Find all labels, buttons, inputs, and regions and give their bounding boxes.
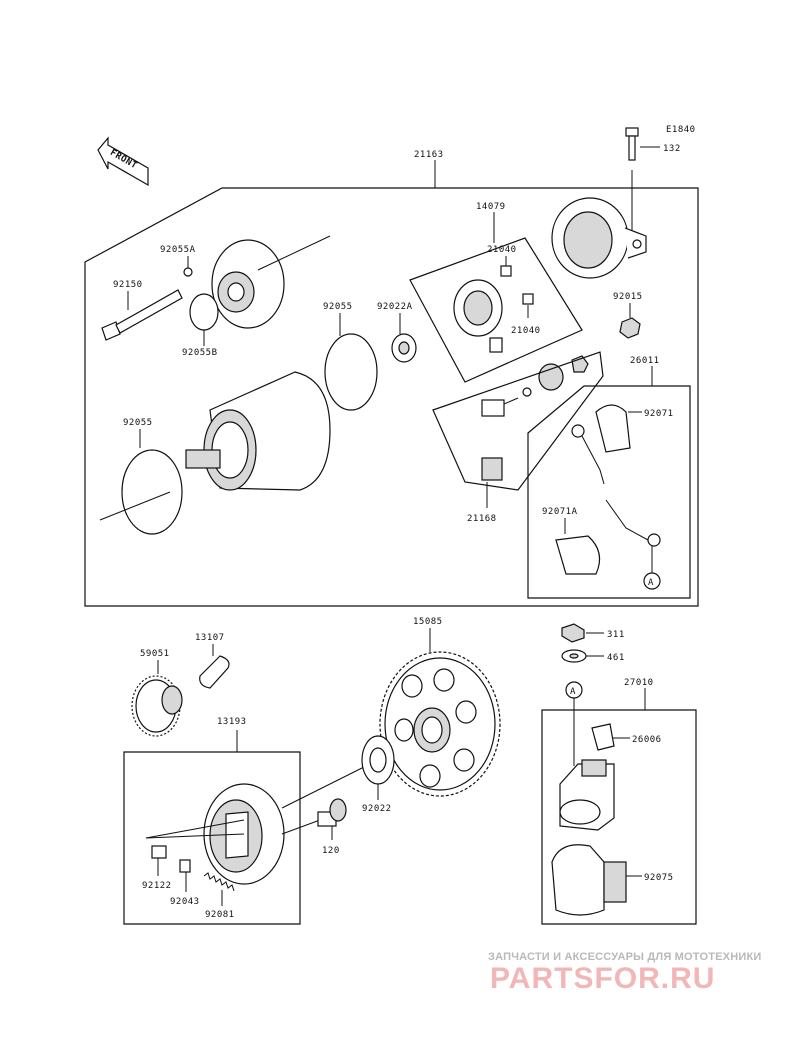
oring-92055-upper: [324, 333, 378, 411]
label-92122: 92122: [142, 881, 172, 891]
label-26006: 26006: [632, 735, 662, 745]
label-21040-bottom: 21040: [511, 326, 541, 336]
spring-92081: [203, 872, 235, 892]
long-bolt-92150: [101, 289, 183, 341]
oring-92055B: [189, 293, 219, 331]
label-26011: 26011: [630, 356, 660, 366]
label-92055-upper: 92055: [323, 302, 353, 312]
lead-wire: [571, 424, 661, 547]
roller-92122: [151, 845, 167, 859]
label-92055A: 92055A: [160, 245, 196, 255]
label-92022: 92022: [362, 804, 392, 814]
label-92081: 92081: [205, 910, 235, 920]
label-27010: 27010: [624, 678, 654, 688]
label-92150: 92150: [113, 280, 143, 290]
label-92071A: 92071A: [542, 507, 578, 517]
starter-clutch: [203, 763, 371, 885]
diagram-code: E1840: [666, 125, 696, 135]
brush-holder: [481, 397, 519, 481]
label-15085: 15085: [413, 617, 443, 627]
terminal-cap-92071A: [555, 535, 601, 575]
label-92075: 92075: [644, 873, 674, 883]
label-311: 311: [607, 630, 625, 640]
terminal-cap-92071: [595, 404, 631, 453]
front-arrow-icon: FRONT: [97, 136, 149, 187]
brush-holder-box: [432, 351, 604, 491]
nut-311: [561, 623, 585, 643]
pin-92043: [179, 859, 191, 873]
label-59051: 59051: [140, 649, 170, 659]
label-13107: 13107: [195, 633, 225, 643]
label-92015: 92015: [613, 292, 643, 302]
fuse-26006: [591, 723, 615, 751]
shaft-13107: [199, 655, 230, 689]
label-120: 120: [322, 846, 340, 856]
label-92055B: 92055B: [182, 348, 218, 358]
label-92022A: 92022A: [377, 302, 413, 312]
watermark-tagline: ЗАПЧАСТИ И АКСЕССУАРЫ ДЛЯ МОТОТЕХНИКИ: [488, 951, 762, 963]
starter-sprocket-15085: [379, 651, 501, 797]
label-21163: 21163: [414, 150, 444, 160]
label-14079: 14079: [476, 202, 506, 212]
lead-wire-box: [527, 385, 691, 599]
rear-end-cover: [551, 197, 647, 279]
label-21168: 21168: [467, 514, 497, 524]
label-21040-top: 21040: [487, 245, 517, 255]
nut-92015: [619, 317, 641, 339]
relay-cover-92075: [551, 844, 627, 916]
front-end-cover: [211, 235, 331, 329]
label-A-2: A: [570, 687, 576, 697]
oring-92055-lower: [121, 449, 183, 535]
label-461: 461: [607, 653, 625, 663]
starter-yoke: [185, 371, 331, 491]
shaft-120: [317, 798, 347, 827]
starter-assembly-box: [84, 187, 699, 607]
bolt-132: [625, 127, 660, 161]
label-92071: 92071: [644, 409, 674, 419]
label-92055-lower: 92055: [123, 418, 153, 428]
brush-plate: [453, 279, 503, 353]
label-92043: 92043: [170, 897, 200, 907]
brush-plate-box: [409, 237, 583, 383]
label-13193: 13193: [217, 717, 247, 727]
watermark-logo: PARTSFOR.RU: [490, 962, 716, 995]
clutch-box: [123, 751, 301, 925]
idle-gear-59051: [131, 675, 183, 737]
starter-relay: [559, 759, 615, 831]
label-A-1: A: [648, 578, 654, 588]
label-132: 132: [663, 144, 681, 154]
